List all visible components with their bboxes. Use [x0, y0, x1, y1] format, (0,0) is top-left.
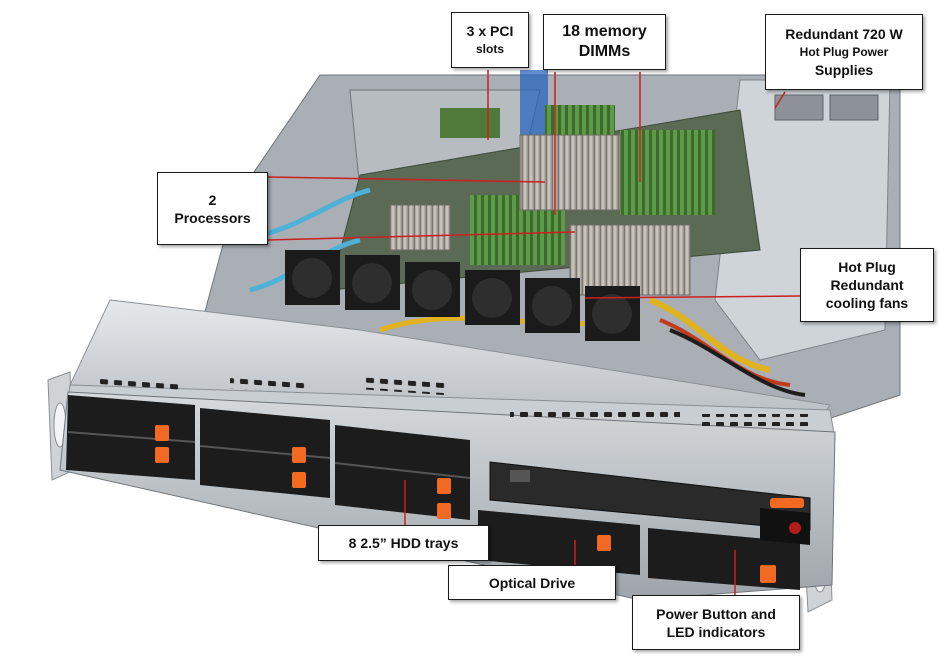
hdd-trays-callout: 8 2.5” HDD trays — [318, 525, 489, 561]
vent-row — [510, 408, 680, 420]
pci-slots-line2: slots — [475, 42, 504, 56]
vent-row — [100, 374, 180, 393]
psu-module — [829, 94, 879, 121]
lower-hdd-trays — [478, 510, 800, 590]
psu-leader — [774, 91, 786, 109]
processors-line2: Processors — [174, 209, 251, 226]
processors-line1: 2 — [208, 191, 217, 208]
dimm-bank — [620, 130, 715, 215]
chipset-heatsink — [389, 204, 451, 251]
hdd-trays-label: 8 2.5” HDD trays — [348, 535, 459, 551]
fans-leader — [584, 295, 801, 299]
memory-dimms-line2: DIMMs — [578, 43, 631, 60]
pci-card — [440, 108, 500, 138]
power-button-callout: Power Button and LED indicators — [632, 595, 800, 650]
power-button-line2: LED indicators — [666, 623, 766, 640]
power-button-icon — [789, 522, 801, 534]
vent-row — [700, 414, 810, 426]
memory-dimms-line1: 18 memory — [562, 23, 647, 40]
cooling-fans-line1: Hot Plug — [838, 259, 896, 275]
processors-leader-1 — [267, 176, 546, 183]
power-supplies-callout: Redundant 720 W Hot Plug Power Supplies — [765, 14, 923, 90]
dvd-logo — [510, 470, 530, 482]
vent-row — [230, 376, 310, 394]
memory-dimms-callout: 18 memory DIMMs — [543, 14, 666, 70]
optical-drive-label: Optical Drive — [488, 574, 576, 591]
cpu-heatsink — [519, 134, 621, 211]
vent-row — [365, 377, 445, 396]
cpu-heatsink — [569, 224, 691, 296]
power-supplies-line1: Redundant 720 W — [785, 26, 903, 42]
processors-leader-2 — [267, 231, 576, 241]
control-panel — [760, 498, 810, 545]
cooling-fans-line3: cooling fans — [825, 295, 909, 311]
cooling-fans-line2: Redundant — [830, 277, 904, 293]
power-supplies-line3: Supplies — [814, 62, 874, 78]
psu-module — [774, 94, 824, 121]
power-supplies-line2: Hot Plug Power — [799, 45, 889, 59]
pci-slots-callout: 3 x PCI slots — [451, 12, 529, 68]
fan-row — [285, 250, 640, 341]
power-button-line1: Power Button and — [656, 605, 776, 622]
leader-lines — [267, 70, 801, 595]
pci-slots-line1: 3 x PCI — [466, 23, 514, 39]
cooling-fans-callout: Hot Plug Redundant cooling fans — [800, 248, 934, 322]
optical-drive-callout: Optical Drive — [448, 565, 616, 600]
processors-callout: 2 Processors — [157, 172, 268, 245]
hdd-tray-tabs — [155, 425, 451, 519]
